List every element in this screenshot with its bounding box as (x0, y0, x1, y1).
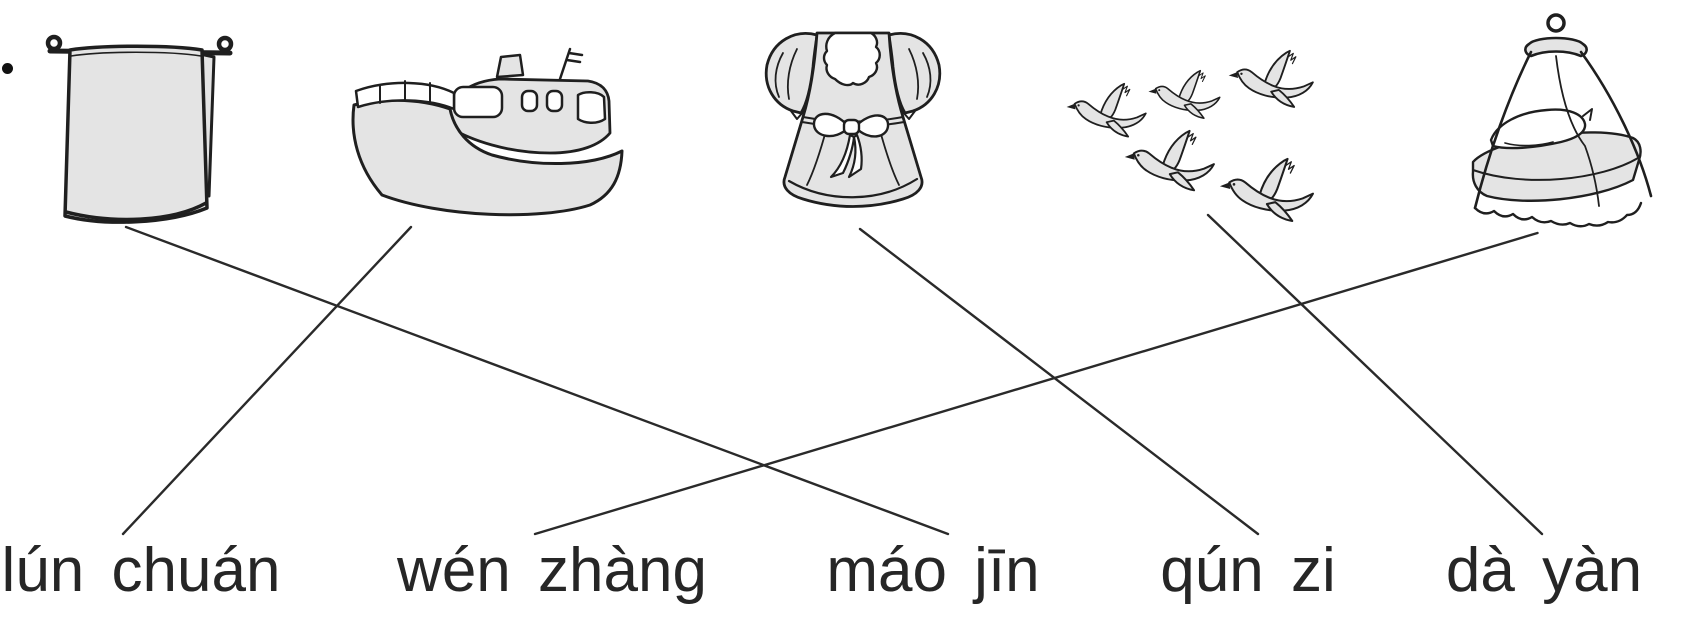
mosquito-net-illustration[interactable] (1435, 12, 1660, 228)
dress-icon (764, 31, 942, 208)
dress-illustration[interactable] (755, 25, 951, 215)
boat-illustration[interactable] (350, 47, 630, 222)
towel-illustration[interactable] (40, 30, 240, 228)
geese-icon (1065, 49, 1314, 223)
answer-line-boat-lun-chuan (121, 225, 413, 536)
pinyin-label-mao-jin[interactable]: máo jīn (826, 536, 1040, 605)
towel-icon (45, 34, 234, 224)
list-bullet (2, 63, 13, 74)
answer-line-towel-mao-jin (124, 225, 950, 536)
answer-line-net-wen-zhang (533, 231, 1539, 536)
answer-line-dress-qun-zi (858, 227, 1260, 536)
pinyin-label-da-yan[interactable]: dà yàn (1445, 536, 1643, 605)
geese-illustration[interactable] (1063, 33, 1314, 223)
pinyin-label-qun-zi[interactable]: qún zi (1160, 536, 1336, 605)
mosquito-net-icon (1471, 13, 1653, 228)
pinyin-label-lun-chuan[interactable]: lún chuán (1, 536, 281, 605)
boat-icon (351, 47, 624, 217)
answer-line-geese-da-yan (1206, 213, 1544, 536)
pinyin-label-wen-zhang[interactable]: wén zhàng (397, 536, 707, 605)
